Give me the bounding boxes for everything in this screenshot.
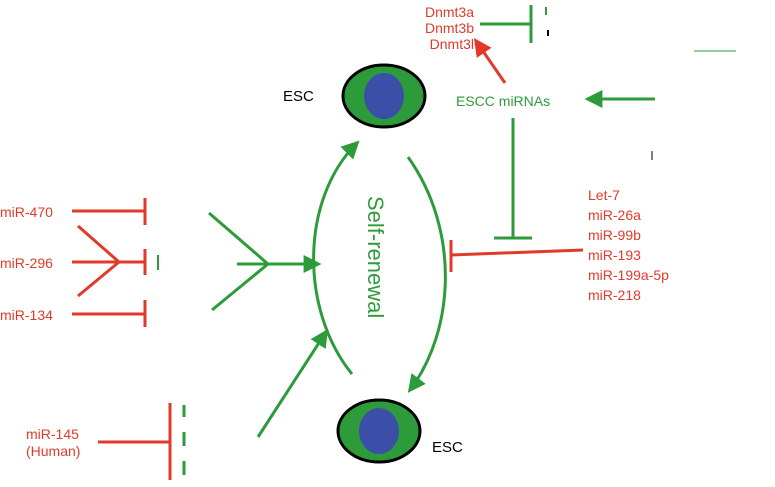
left-mirna-list: miR-470 miR-296 miR-134 xyxy=(0,204,53,323)
dnmt-item: Dnmt3a xyxy=(425,4,474,20)
left-activation-arrows xyxy=(208,211,322,312)
left-mirna-inhibition xyxy=(72,198,147,327)
escc-mirnas-label: ESCC miRNAs xyxy=(456,93,550,109)
diff-mirna-item: miR-26a xyxy=(588,207,641,223)
differentiation-mirna-list: Let-7 miR-26a miR-99b miR-193 miR-199a-5… xyxy=(588,187,669,303)
left-mirna-item: miR-470 xyxy=(0,204,53,220)
self-renewal-arrow-down xyxy=(406,156,447,393)
esc-top-label: ESC xyxy=(283,88,314,105)
left-mirna-item: miR-296 xyxy=(0,255,53,271)
escc-to-dnmt-arrow xyxy=(473,38,507,84)
esc-cell-top xyxy=(341,63,427,129)
human-mirna-name: miR-145 xyxy=(26,426,79,442)
human-mirna-note: (Human) xyxy=(26,443,80,459)
self-renewal-label: Self-renewal xyxy=(363,196,388,318)
diff-mirna-item: Let-7 xyxy=(588,187,620,203)
esc-bottom-label: ESC xyxy=(432,439,463,456)
diff-mirna-item: miR-199a-5p xyxy=(588,267,669,283)
dnmt-target-list: Dnmt3a Dnmt3b Dnmt3l xyxy=(425,4,474,52)
human-mirna-label: miR-145 (Human) xyxy=(26,426,80,459)
diff-mirna-item: miR-193 xyxy=(588,247,641,263)
diff-inhibit-line xyxy=(450,248,584,257)
dnmt-item: Dnmt3l xyxy=(430,36,474,52)
esc-cell-bottom xyxy=(336,398,422,464)
diff-mirna-item: miR-218 xyxy=(588,287,641,303)
dnmt-item: Dnmt3b xyxy=(425,20,474,36)
human-activation-arrow xyxy=(256,328,328,438)
diff-mirna-item: miR-99b xyxy=(588,227,641,243)
left-mirna-item: miR-134 xyxy=(0,307,53,323)
